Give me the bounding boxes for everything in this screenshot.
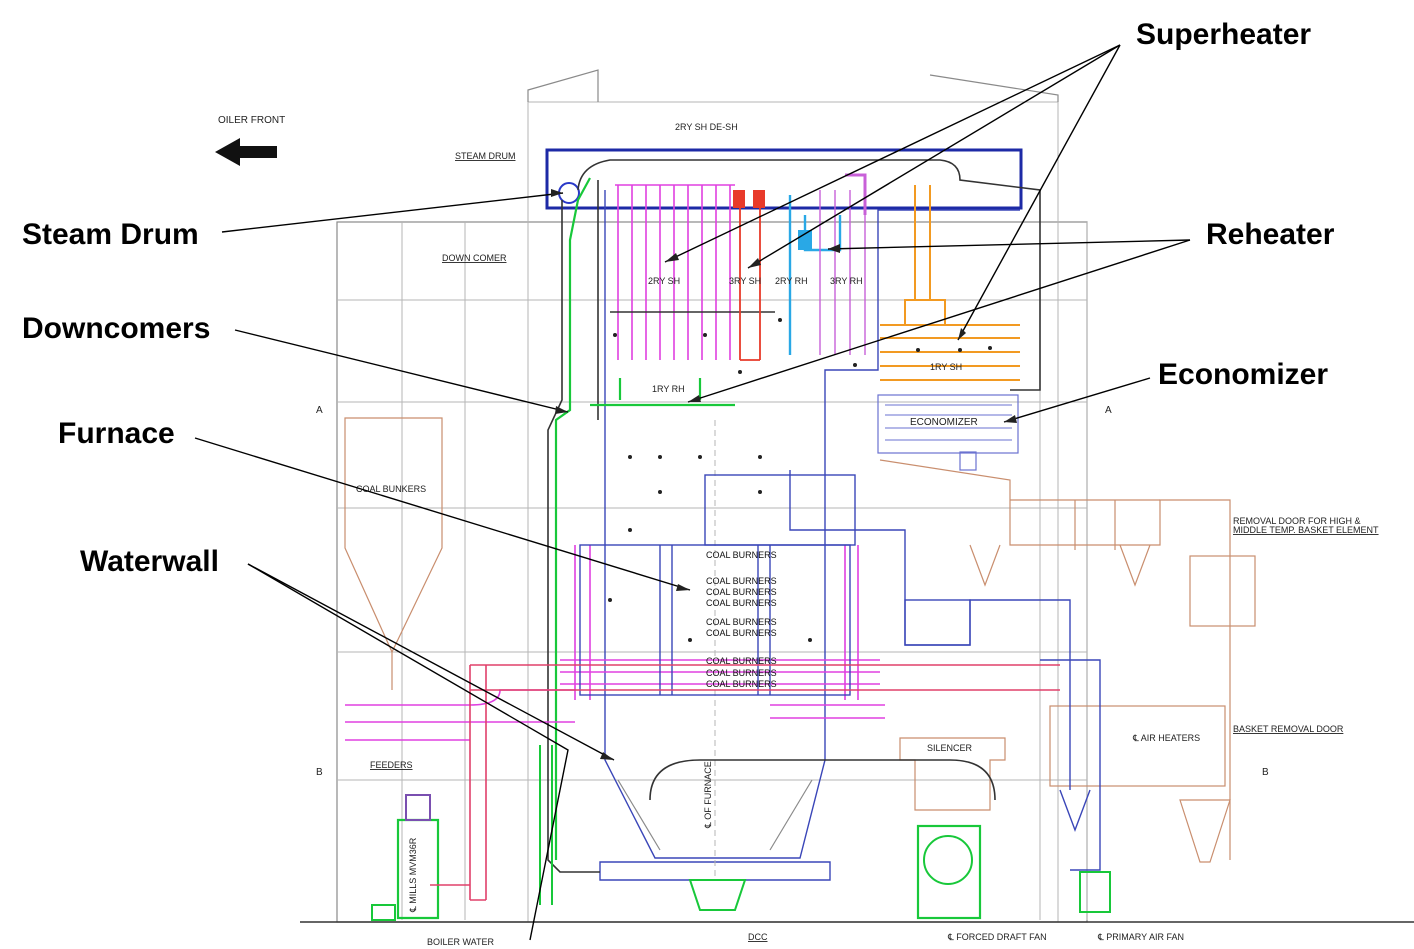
leader-waterwall-1 — [247, 563, 615, 761]
leader-furnace — [194, 437, 691, 591]
callout-reheater: Reheater — [1206, 218, 1335, 251]
rh2-label: 2RY RH — [775, 276, 808, 286]
rh3-label: 3RY RH — [830, 276, 863, 286]
leader-lines — [194, 44, 1191, 941]
dcc-label: DCC — [748, 932, 768, 942]
feeders-label: FEEDERS — [370, 760, 413, 770]
coal-bunkers-label: COAL BUNKERS — [356, 484, 426, 494]
leader-economizer — [1003, 377, 1151, 423]
callout-furnace: Furnace — [58, 417, 175, 450]
burner-piping — [345, 545, 885, 741]
tertiary-superheater — [733, 190, 765, 361]
coal-burner-label: COAL BURNERS — [706, 550, 777, 560]
coal-burner-label: COAL BURNERS — [706, 628, 777, 638]
coal-burner-label: COAL BURNERS — [706, 656, 777, 666]
leader-steam-drum — [221, 192, 564, 233]
burner-windbox — [579, 474, 856, 696]
callout-labels: Superheater Steam Drum Reheater Downcome… — [22, 18, 1335, 578]
drawing-labels: OILER FRONT 2RY SH DE-SH STEAM DRUM DOWN… — [218, 115, 1379, 947]
forced-draft-fan-label: ℄ FORCED DRAFT FAN — [947, 932, 1047, 942]
primary-air-fan-label: ℄ PRIMARY AIR FAN — [1097, 932, 1184, 942]
callout-downcomers: Downcomers — [22, 312, 210, 345]
section-a-right: A — [1105, 405, 1112, 416]
leader-superheater-2 — [747, 44, 1121, 269]
circulation-column — [539, 745, 553, 905]
callout-waterwall: Waterwall — [80, 545, 219, 578]
downcomer-pipes — [547, 177, 600, 873]
steel-structure — [300, 69, 1414, 923]
coal-burner-label: COAL BURNERS — [706, 617, 777, 627]
sh1-label: 1RY SH — [930, 362, 962, 372]
removal-door-label-1: REMOVAL DOOR FOR HIGH & — [1233, 516, 1361, 526]
sh3-label: 3RY SH — [729, 276, 761, 286]
coal-burner-label: COAL BURNERS — [706, 668, 777, 678]
leader-reheater-1 — [827, 239, 1191, 250]
section-a-left: A — [316, 405, 323, 416]
coal-mill — [371, 794, 440, 921]
removal-door-label-2: MIDDLE TEMP. BASKET ELEMENT — [1233, 525, 1379, 535]
air-heaters-label: ℄ AIR HEATERS — [1132, 733, 1200, 743]
structure-points — [608, 318, 992, 642]
coal-burner-label: COAL BURNERS — [706, 587, 777, 597]
down-comer-label: DOWN COMER — [442, 253, 507, 263]
leader-waterwall-2 — [247, 563, 569, 941]
secondary-air-duct — [430, 664, 1060, 901]
coal-burner-label: COAL BURNERS — [706, 598, 777, 608]
rh1-label: 1RY RH — [652, 384, 685, 394]
coal-burner-label: COAL BURNERS — [706, 679, 777, 689]
air-ducts — [879, 459, 1256, 863]
section-b-left: B — [316, 767, 323, 778]
forced-draft-fan — [916, 824, 982, 920]
primary-air-fan — [1079, 871, 1111, 913]
bottom-ash-conveyor — [649, 759, 996, 911]
sh2-label: 2RY SH — [648, 276, 680, 286]
callout-superheater: Superheater — [1136, 18, 1311, 51]
mill-label: ℄ MILLS MVM36R — [408, 837, 418, 913]
leader-reheater-2 — [687, 239, 1191, 403]
reheater-banks — [788, 173, 867, 355]
coal-burner-label: COAL BURNERS — [706, 576, 777, 586]
primary-reheater — [590, 378, 735, 407]
boiler-front-label: OILER FRONT — [218, 115, 285, 126]
boiler-water-label: BOILER WATER — [427, 937, 495, 947]
economizer-label: ECONOMIZER — [910, 417, 978, 428]
basket-removal-door-label: BASKET REMOVAL DOOR — [1233, 724, 1344, 734]
boiler-front-arrow — [215, 138, 277, 166]
secondary-superheater — [610, 184, 775, 360]
flue-ducts — [789, 470, 1101, 871]
callout-steam-drum: Steam Drum — [22, 218, 199, 251]
leader-superheater-3 — [957, 44, 1121, 341]
furnace-waterwall — [599, 190, 1020, 881]
callout-economizer: Economizer — [1158, 358, 1328, 391]
leader-downcomers — [234, 329, 569, 413]
sh-desh-label: 2RY SH DE-SH — [675, 122, 738, 132]
section-b-right: B — [1262, 767, 1269, 778]
coal-bunker — [344, 417, 443, 690]
steam-drum-label: STEAM DRUM — [455, 151, 516, 161]
primary-superheater — [880, 185, 1020, 381]
furnace-centerline-label: ℄ OF FURNACE — [703, 761, 713, 829]
economizer-bank — [877, 394, 1019, 471]
silencer-label: SILENCER — [927, 743, 973, 753]
leader-superheater-1 — [664, 44, 1121, 263]
